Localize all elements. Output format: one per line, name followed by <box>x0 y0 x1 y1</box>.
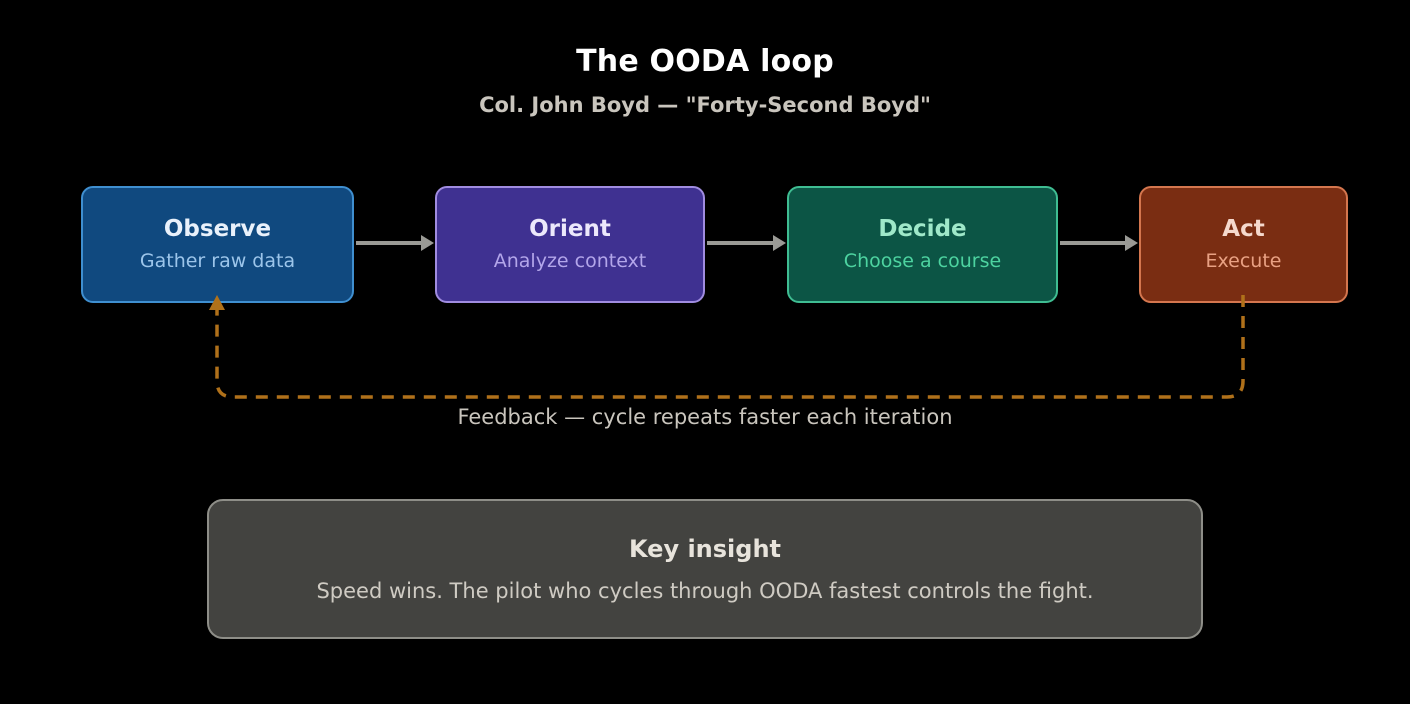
stage-title-decide: Decide <box>878 215 967 242</box>
arrow-observe-to-orient <box>356 228 434 258</box>
key-insight-title: Key insight <box>628 535 781 563</box>
arrow-orient-to-decide <box>707 228 786 258</box>
stage-box-observe[interactable]: Observe Gather raw data <box>81 186 354 303</box>
page-title: The OODA loop <box>576 44 834 79</box>
stage-subtitle-observe: Gather raw data <box>139 250 296 273</box>
stage-subtitle-orient: Analyze context <box>493 250 647 273</box>
stage-subtitle-act: Execute <box>1205 250 1282 273</box>
stage-subtitle-decide: Choose a course <box>843 250 1002 273</box>
key-insight-body: Speed wins. The pilot who cycles through… <box>316 579 1094 603</box>
key-insight-panel: Key insight Speed wins. The pilot who cy… <box>207 499 1203 639</box>
stage-title-act: Act <box>1222 215 1265 242</box>
feedback-loop-arrow <box>0 295 1410 415</box>
stage-box-act[interactable]: Act Execute <box>1139 186 1348 303</box>
stage-box-orient[interactable]: Orient Analyze context <box>435 186 705 303</box>
arrow-decide-to-act <box>1060 228 1138 258</box>
feedback-label: Feedback — cycle repeats faster each ite… <box>457 405 953 429</box>
stage-box-decide[interactable]: Decide Choose a course <box>787 186 1058 303</box>
stage-title-orient: Orient <box>529 215 611 242</box>
stage-title-observe: Observe <box>163 215 272 242</box>
page-subtitle: Col. John Boyd — "Forty-Second Boyd" <box>479 93 931 117</box>
